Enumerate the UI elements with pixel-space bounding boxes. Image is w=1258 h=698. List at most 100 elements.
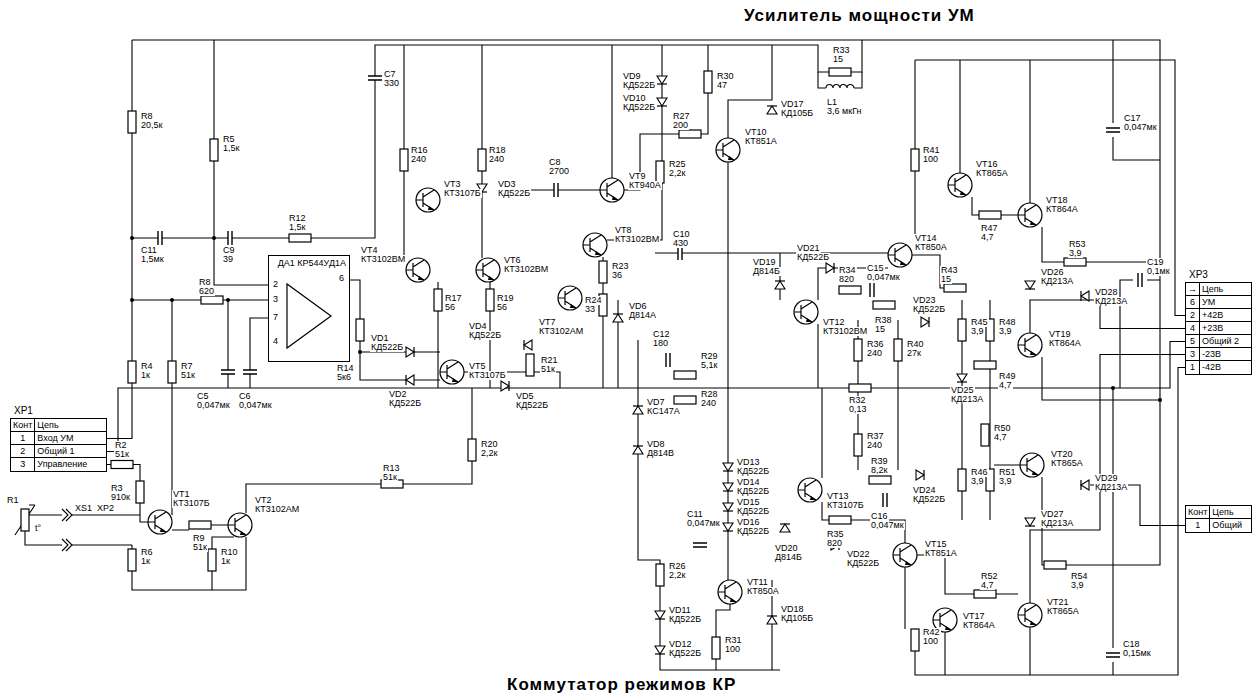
part-label: VD9: [622, 72, 642, 81]
part-label: VT5: [468, 362, 487, 371]
part-label: 0,047мк: [870, 521, 905, 530]
part-label: R49: [998, 372, 1017, 381]
part-label: R32: [848, 396, 867, 405]
wire: [1113, 40, 1160, 675]
part-label: 2,2к: [668, 169, 686, 178]
part-label: 1к: [140, 371, 151, 380]
part-label: 15: [832, 55, 844, 64]
part-label: 51к: [192, 543, 208, 552]
part-label: КД213А: [1094, 483, 1128, 492]
capacitor-symbol: [158, 231, 162, 245]
table-cell: 1: [1186, 519, 1210, 532]
diode-symbol: [723, 503, 733, 511]
part-label: КД522Б: [622, 81, 656, 90]
table-grid: КонтЦепь1Общий: [1186, 506, 1251, 532]
zener-symbol: [633, 446, 643, 454]
part-label: VT16: [975, 160, 999, 169]
part-label: 100: [922, 155, 939, 164]
part-label: R27: [672, 112, 691, 121]
part-label: VD29: [1094, 474, 1119, 483]
transistor-symbol: [798, 478, 822, 502]
part-label: VD1: [370, 334, 390, 343]
capacitor-symbol: [554, 183, 558, 197]
resistor-symbol: [704, 71, 712, 93]
table-grid: →Цепь6УМ2+42В4+23В5Общий 23-23В1-42В: [1186, 283, 1251, 374]
diagram-title: Усилитель мощности УМ: [742, 6, 977, 26]
zener-symbol: [613, 314, 623, 322]
part-label: 820: [838, 275, 855, 284]
part-label: R6: [140, 548, 154, 557]
part-label: VD25: [950, 386, 975, 395]
resistor-symbol: [911, 149, 919, 171]
part-label: 1к: [140, 557, 151, 566]
diode-symbol: [406, 375, 414, 385]
transistor-symbol: [600, 178, 624, 202]
resistor-symbol: [168, 361, 176, 383]
part-label: VT21: [1046, 598, 1070, 607]
part-label: VD23: [912, 296, 937, 305]
resistor-symbol: [958, 469, 966, 491]
part-label: C12: [652, 330, 671, 339]
part-label: 3,9: [1070, 581, 1085, 590]
resistor-symbol: [208, 549, 216, 571]
part-label: 8,2к: [870, 466, 888, 475]
resistor-symbol: [656, 564, 664, 586]
part-label: VT11: [746, 578, 769, 587]
transistor-symbol: [148, 510, 172, 534]
part-label: КТ864А: [1048, 339, 1082, 348]
part-label: 180: [652, 339, 669, 348]
part-label: КД522Б: [497, 189, 531, 198]
part-label: VT12: [822, 318, 846, 327]
wire: [822, 60, 915, 543]
part-label: VD6: [628, 302, 648, 311]
part-label: 240: [866, 441, 883, 450]
capacitor-symbol: [883, 493, 887, 507]
table-cell: УМ: [1200, 296, 1251, 309]
diode-symbol: [1081, 291, 1089, 301]
junction-dot: [130, 236, 134, 240]
part-label: R48: [998, 318, 1017, 327]
part-label: КД105Б: [780, 614, 814, 623]
diode-symbol: [826, 263, 834, 273]
part-label: C19: [1146, 258, 1165, 267]
table-cell: 4: [1186, 322, 1200, 335]
part-label: VD8: [646, 440, 666, 449]
part-label: VD17: [780, 100, 805, 109]
part-label: R34: [838, 266, 857, 275]
pin-number: 4: [272, 337, 279, 346]
wire: [655, 45, 888, 253]
resistor-symbol: [958, 319, 966, 341]
part-label: КД522Б: [370, 343, 404, 352]
resistor-symbol: [854, 434, 862, 456]
part-label: КТ3102ВМ: [503, 265, 549, 274]
part-label: VD7: [646, 398, 666, 407]
transistor-symbol: [888, 243, 912, 267]
part-label: VT8: [614, 226, 633, 235]
resistor-symbol: [981, 424, 989, 446]
resistor-symbol: [1044, 561, 1066, 569]
part-label: 3,9: [970, 477, 985, 486]
part-label: R1: [6, 496, 20, 505]
diagram-caption: Коммутатор режимов КР: [505, 675, 738, 695]
wire: [520, 45, 618, 388]
part-label: R24: [584, 296, 603, 305]
part-label: 36: [611, 271, 623, 280]
part-label: КД522Б: [668, 649, 702, 658]
part-label: R51: [998, 468, 1017, 477]
resistor-symbol: [894, 339, 902, 361]
zener-symbol: [633, 406, 643, 414]
part-label: R29: [700, 352, 719, 361]
part-label: VD11: [668, 606, 692, 615]
part-label: VT13: [826, 492, 850, 501]
wire: [905, 555, 1018, 629]
part-label: КТ865А: [1050, 459, 1084, 468]
part-label: КД522Б: [846, 559, 880, 568]
diode-symbol: [723, 523, 733, 531]
diode-symbol: [657, 98, 667, 106]
diode-symbol: [657, 76, 667, 84]
part-label: XP2: [96, 504, 115, 513]
part-label: R33: [832, 46, 851, 55]
table-cell: Цепь: [1200, 283, 1251, 296]
part-label: XS1: [74, 504, 93, 513]
opamp-triangle: [287, 284, 331, 348]
